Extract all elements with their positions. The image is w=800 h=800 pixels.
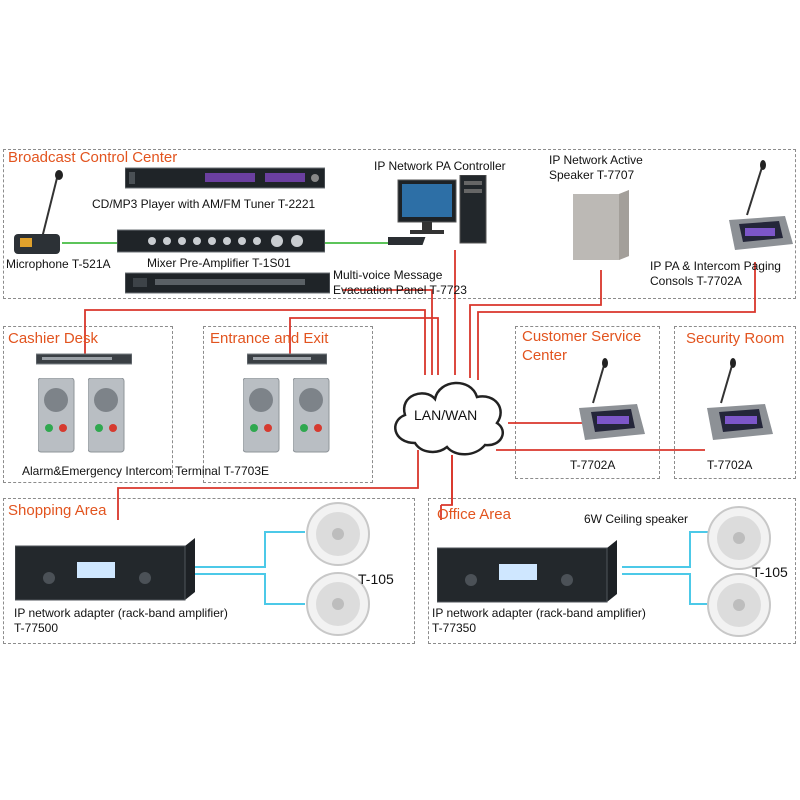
label-console-customer-service: T-7702A — [570, 458, 616, 472]
network-switch-icon — [36, 353, 132, 365]
amplifier-icon — [437, 540, 617, 603]
speaker-lines — [195, 531, 708, 605]
zone-shopping-area — [3, 498, 415, 644]
paging-console-icon — [707, 358, 773, 440]
zone-title-security: Security Room — [686, 330, 785, 347]
label-office-adapter-2: T-77350 — [432, 621, 477, 635]
label-microphone: Microphone T-521A — [6, 257, 111, 271]
label-lan-wan: LAN/WAN — [414, 407, 478, 423]
microphone-icon — [14, 170, 63, 254]
rack-unit-icon — [125, 272, 330, 294]
label-pa-controller: IP Network PA Controller — [374, 159, 506, 173]
paging-console-icon — [579, 358, 645, 440]
paging-console-icon — [729, 160, 793, 250]
cloud-icon — [394, 381, 504, 456]
network-switch-icon — [247, 353, 327, 365]
intercom-terminal-icon — [38, 378, 75, 453]
network-lines — [84, 250, 756, 520]
label-paging-1: IP PA & Intercom Paging — [650, 259, 781, 273]
rack-unit-icon — [125, 167, 325, 189]
label-cd-player: CD/MP3 Player with AM/FM Tuner T-2221 — [92, 197, 316, 211]
zone-customer-service — [515, 326, 660, 479]
zone-title-office: Office Area — [437, 506, 511, 523]
label-evac-1: Multi-voice Message — [333, 268, 443, 282]
intercom-terminal-icon — [293, 378, 330, 453]
label-office-speaker: T-105 — [752, 564, 788, 580]
intercom-terminal-icon — [243, 378, 280, 453]
label-shop-adapter-1: IP network adapter (rack-band amplifier) — [14, 606, 228, 620]
zone-broadcast-control-center — [3, 149, 796, 299]
zone-title-shopping: Shopping Area — [8, 502, 107, 519]
label-active-speaker-1: IP Network Active — [549, 153, 643, 167]
zone-entrance-exit — [203, 326, 373, 483]
label-shop-speaker: T-105 — [358, 571, 394, 587]
label-mixer: Mixer Pre-Amplifier T-1S01 — [147, 256, 291, 270]
zone-title-cashier: Cashier Desk — [8, 330, 99, 347]
amplifier-icon — [15, 538, 195, 601]
label-intercom-terminal: Alarm&Emergency Intercom Terminal T-7703… — [22, 464, 269, 478]
active-speaker-icon — [573, 190, 629, 260]
label-active-speaker-2: Speaker T-7707 — [549, 168, 635, 182]
ceiling-speaker-icon — [306, 572, 370, 636]
intercom-terminal-icon — [88, 378, 125, 453]
label-console-security: T-7702A — [707, 458, 753, 472]
label-office-adapter-1: IP network adapter (rack-band amplifier) — [432, 606, 646, 620]
zone-cashier-desk — [3, 326, 173, 483]
zone-security-room — [674, 326, 796, 479]
label-ceiling-speaker: 6W Ceiling speaker — [584, 512, 689, 526]
ceiling-speaker-icon — [306, 502, 370, 566]
ceiling-speaker-icon — [707, 506, 771, 570]
label-evac-2: Evacuation Panel T-7723 — [333, 283, 467, 297]
zone-title-broadcast: Broadcast Control Center — [8, 149, 178, 166]
zone-title-customer-service-1: Customer Service — [522, 328, 642, 345]
rack-unit-icon — [117, 229, 325, 253]
zone-title-entrance: Entrance and Exit — [210, 330, 329, 347]
zone-title-customer-service-2: Center — [522, 347, 568, 364]
desktop-pc-icon — [388, 175, 487, 245]
label-shop-adapter-2: T-77500 — [14, 621, 59, 635]
label-paging-2: Consols T-7702A — [650, 274, 742, 288]
zone-office-area — [428, 498, 796, 644]
ceiling-speaker-icon — [707, 573, 771, 637]
